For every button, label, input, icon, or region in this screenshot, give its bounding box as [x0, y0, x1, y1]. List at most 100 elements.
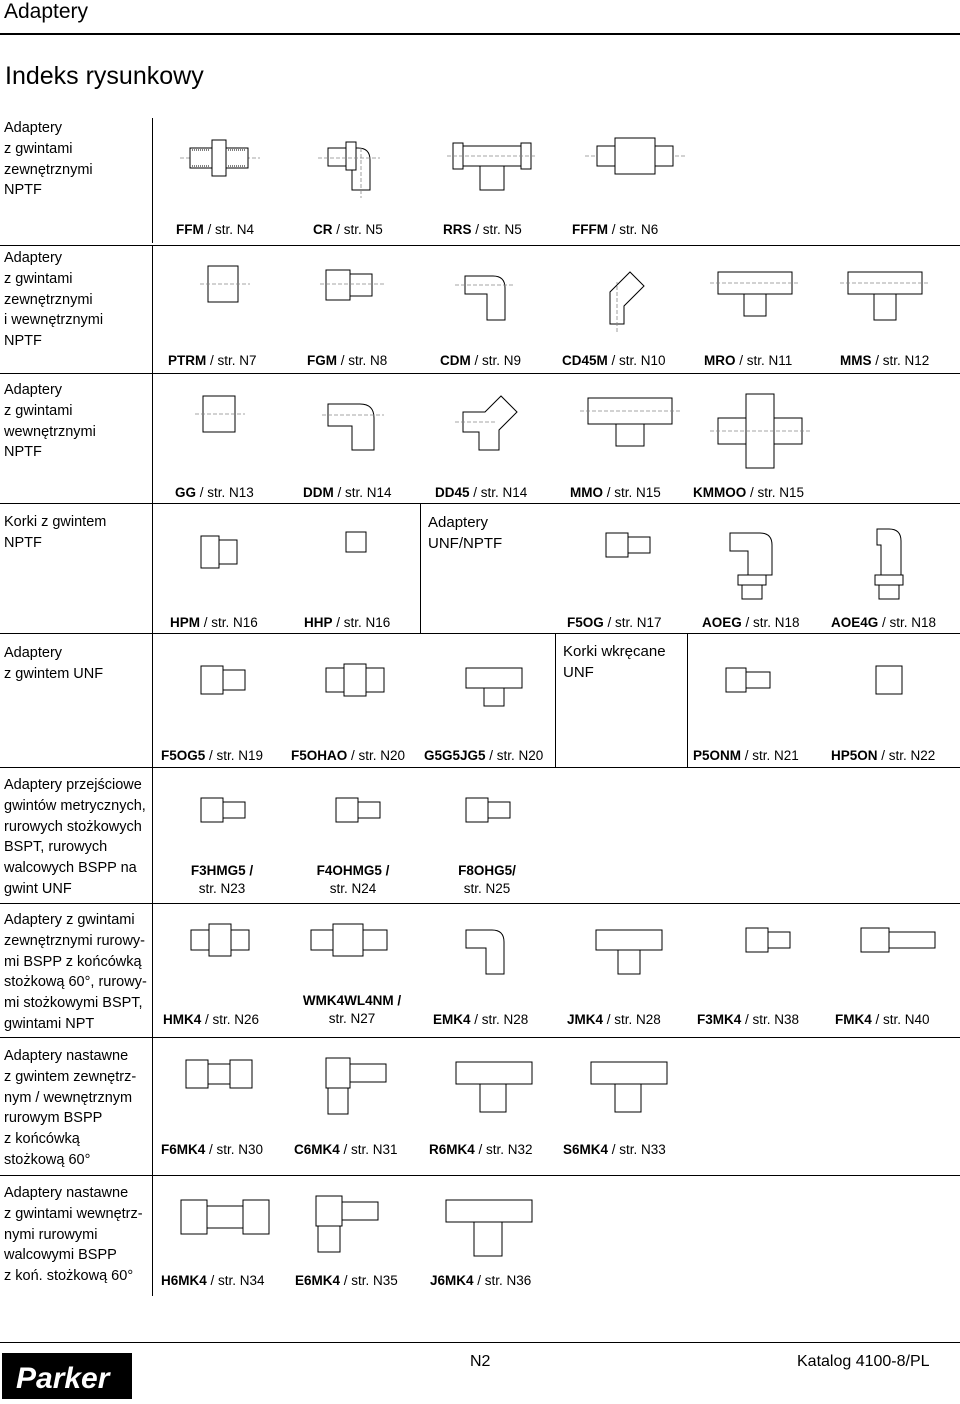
- category-line: walcowymi BSPP: [4, 1247, 117, 1264]
- caption-gg[interactable]: GG / str. N13: [175, 485, 254, 500]
- caption-page: / str. N13: [196, 485, 254, 500]
- caption-page: / str. N28: [470, 1012, 529, 1027]
- caption-code: CD45M: [562, 353, 608, 368]
- divider: [152, 118, 153, 243]
- caption-code: S6MK4: [563, 1142, 609, 1157]
- caption-code: FGM: [307, 353, 337, 368]
- category-line: walcowych BSPP na: [4, 860, 137, 877]
- fitting-drawing-g5g5jg5: [465, 667, 523, 707]
- category-line: Adaptery przejściowe: [4, 777, 142, 793]
- caption-j6mk4[interactable]: J6MK4 / str. N36: [430, 1273, 531, 1288]
- category-przejsciowe: Adaptery przejściowe gwintów metrycznych…: [4, 775, 146, 900]
- caption-emk4[interactable]: EMK4 / str. N28: [433, 1012, 528, 1027]
- caption-hpm[interactable]: HPM / str. N16: [170, 615, 258, 630]
- fitting-drawing-dd45: [455, 395, 518, 451]
- caption-f8ohg5[interactable]: F8OHG5/str. N25: [437, 862, 537, 898]
- caption-code: F3MK4: [697, 1012, 742, 1027]
- category-line: z gwintem zewnętrz-: [4, 1068, 137, 1085]
- category-line: stożkową 60°, rurowy-: [4, 974, 147, 991]
- category-line: gwint UNF: [4, 880, 72, 897]
- sublabel-line: UNF/NPTF: [428, 535, 503, 552]
- caption-code: WMK4WL4NM /: [302, 993, 402, 1008]
- fitting-drawing-f5ohao: [325, 663, 385, 697]
- caption-fmk4[interactable]: FMK4 / str. N40: [835, 1012, 930, 1027]
- category-line: rurowych stożkowych: [4, 818, 142, 835]
- sublabel-unf-nptf: Adaptery UNF/NPTF: [428, 512, 502, 554]
- divider: [687, 633, 688, 767]
- category-line: NPTF: [4, 444, 42, 461]
- fitting-drawing-f8ohg5: [465, 797, 511, 823]
- caption-mmo[interactable]: MMO / str. N15: [570, 485, 661, 500]
- divider: [0, 633, 960, 634]
- divider: [152, 1037, 153, 1175]
- caption-f3mk4[interactable]: F3MK4 / str. N38: [697, 1012, 799, 1027]
- caption-ptrm[interactable]: PTRM / str. N7: [168, 353, 257, 368]
- caption-dd45[interactable]: DD45 / str. N14: [435, 485, 527, 500]
- caption-s6mk4[interactable]: S6MK4 / str. N33: [563, 1142, 666, 1157]
- fitting-drawing-ffm: [180, 139, 260, 177]
- caption-page: str. N24: [329, 881, 377, 896]
- caption-code: GG: [175, 485, 197, 500]
- caption-hp5on[interactable]: HP5ON / str. N22: [831, 748, 935, 763]
- caption-jmk4[interactable]: JMK4 / str. N28: [567, 1012, 661, 1027]
- category-line: NPTF: [4, 182, 42, 199]
- caption-aoe4g[interactable]: AOE4G / str. N18: [831, 615, 936, 630]
- caption-kmmoo[interactable]: KMMOO / str. N15: [693, 485, 804, 500]
- caption-f6mk4[interactable]: F6MK4 / str. N30: [161, 1142, 263, 1157]
- catalog-number: Katalog 4100-8/PL: [797, 1353, 930, 1370]
- caption-page: / str. N20: [485, 748, 544, 763]
- caption-hhp[interactable]: HHP / str. N16: [304, 615, 390, 630]
- fitting-drawing-f5og5: [200, 665, 246, 695]
- caption-g5g5jg5[interactable]: G5G5JG5 / str. N20: [424, 748, 543, 763]
- caption-mms[interactable]: MMS / str. N12: [840, 353, 929, 368]
- caption-cr[interactable]: CR / str. N5: [313, 222, 383, 237]
- caption-e6mk4[interactable]: E6MK4 / str. N35: [295, 1273, 398, 1288]
- category-line: zewnętrznymi: [4, 161, 93, 178]
- caption-page: / str. N21: [741, 748, 799, 763]
- caption-hmk4[interactable]: HMK4 / str. N26: [163, 1012, 259, 1027]
- caption-page: / str. N5: [332, 222, 383, 237]
- divider: [152, 1175, 153, 1296]
- caption-c6mk4[interactable]: C6MK4 / str. N31: [294, 1142, 398, 1157]
- fitting-drawing-cdm: [455, 275, 515, 321]
- caption-fffm[interactable]: FFFM / str. N6: [572, 222, 658, 237]
- fitting-drawing-aoeg: [729, 532, 773, 600]
- divider: [152, 245, 153, 373]
- caption-h6mk4[interactable]: H6MK4 / str. N34: [161, 1273, 265, 1288]
- caption-cdm[interactable]: CDM / str. N9: [440, 353, 521, 368]
- caption-page: / str. N31: [339, 1142, 398, 1157]
- fitting-drawing-f4ohmg5: [335, 797, 381, 823]
- category-line: Adaptery: [4, 250, 63, 266]
- caption-page: / str. N4: [203, 222, 255, 237]
- caption-f5og[interactable]: F5OG / str. N17: [567, 615, 662, 630]
- category-unf: Adaptery z gwintem UNF: [4, 643, 103, 685]
- divider: [0, 903, 960, 904]
- caption-wmk4wl4nm[interactable]: WMK4WL4NM /str. N27: [292, 992, 412, 1028]
- caption-p5onm[interactable]: P5ONM / str. N21: [693, 748, 799, 763]
- caption-f4ohmg5[interactable]: F4OHMG5 /str. N24: [303, 862, 403, 898]
- sublabel-line: UNF: [563, 664, 594, 681]
- caption-cd45m[interactable]: CD45M / str. N10: [562, 353, 666, 368]
- caption-page: / str. N7: [206, 353, 257, 368]
- caption-code: H6MK4: [161, 1273, 207, 1288]
- caption-ddm[interactable]: DDM / str. N14: [303, 485, 392, 500]
- caption-r6mk4[interactable]: R6MK4 / str. N32: [429, 1142, 533, 1157]
- category-korki-nptf: Korki z gwintem NPTF: [4, 512, 106, 554]
- category-npft-internal: Adaptery z gwintami wewnętrznymi NPTF: [4, 380, 96, 463]
- caption-aoeg[interactable]: AOEG / str. N18: [702, 615, 800, 630]
- caption-fgm[interactable]: FGM / str. N8: [307, 353, 387, 368]
- caption-mro[interactable]: MRO / str. N11: [704, 353, 792, 368]
- fitting-drawing-rrs: [447, 142, 537, 191]
- caption-f5og5[interactable]: F5OG5 / str. N19: [161, 748, 263, 763]
- caption-page: / str. N6: [608, 222, 659, 237]
- category-nastawne-int: Adaptery nastawne z gwintami wewnętrz- n…: [4, 1183, 143, 1287]
- caption-ffm[interactable]: FFM / str. N4: [176, 222, 254, 237]
- caption-f3hmg5[interactable]: F3HMG5 /str. N23: [172, 862, 272, 898]
- caption-page: / str. N12: [871, 353, 930, 368]
- sublabel-korki-unf: Korki wkręcane UNF: [563, 641, 666, 683]
- fitting-drawing-aoe4g: [874, 528, 904, 600]
- caption-f5ohao[interactable]: F5OHAO / str. N20: [291, 748, 405, 763]
- caption-rrs[interactable]: RRS / str. N5: [443, 222, 522, 237]
- category-line: mi stożkowymi BSPT,: [4, 995, 143, 1012]
- fitting-drawing-c6mk4: [325, 1057, 387, 1115]
